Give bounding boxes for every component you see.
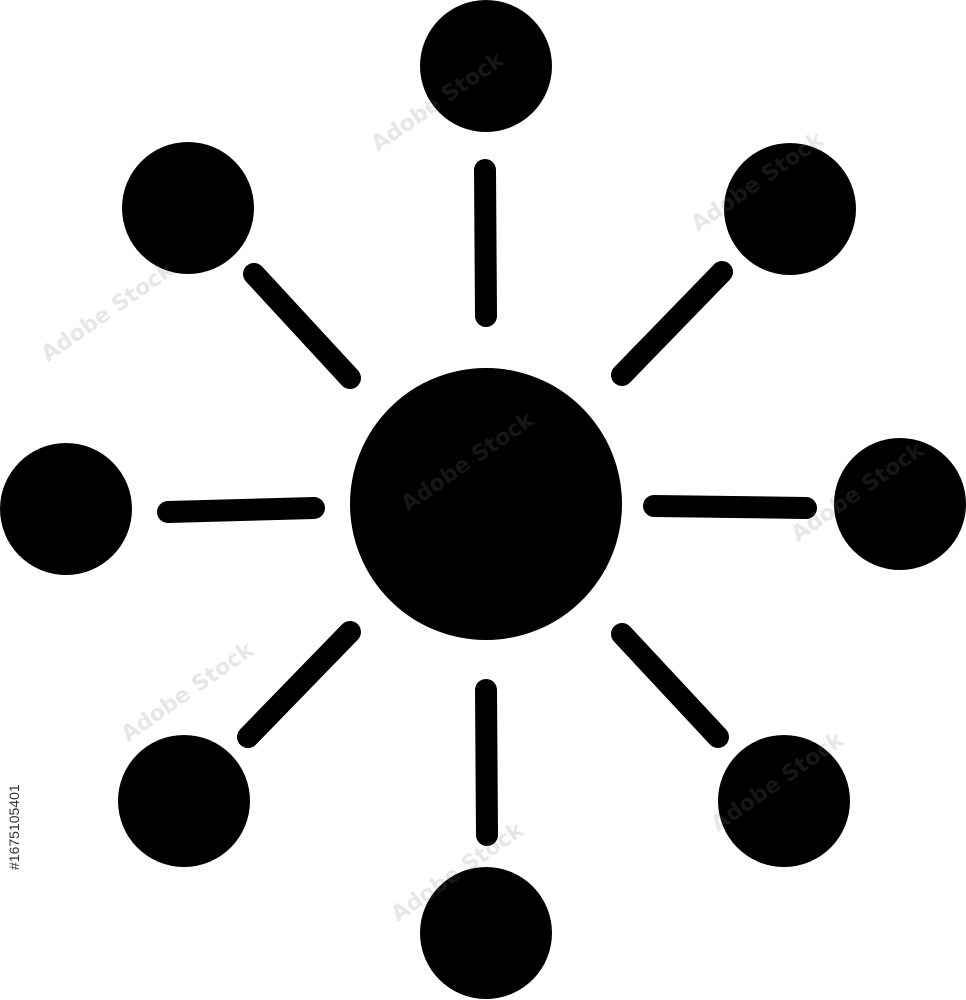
node-right [834,438,966,570]
node-top-left [122,142,254,274]
connector-top-right [611,261,733,386]
node-left [0,443,132,575]
connector-right [643,495,817,519]
connector-top-left [243,263,361,389]
stock-id-label: #1675105401 [6,784,22,870]
node-top [420,0,552,132]
connector-left [157,497,325,523]
node-bottom-left [118,735,250,867]
center-node [350,368,622,640]
node-bottom [420,867,552,999]
connector-top [474,159,497,327]
connector-bottom-left [237,621,361,748]
connector-bottom [475,679,498,846]
node-top-right [724,143,856,275]
node-bottom-right [718,735,850,867]
connector-bottom-right [611,623,729,748]
